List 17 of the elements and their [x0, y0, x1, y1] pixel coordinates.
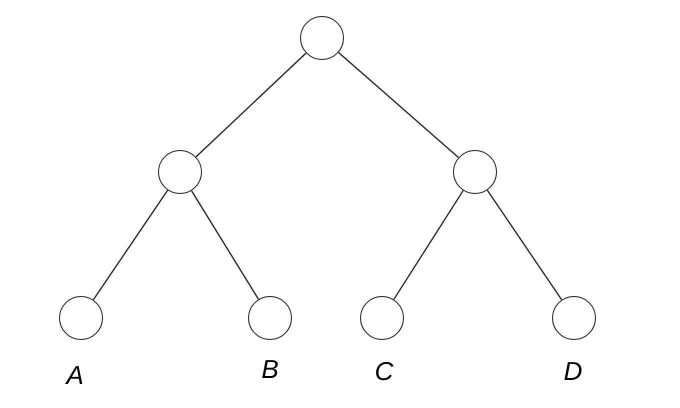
- tree-node-circle: [552, 296, 596, 340]
- connector-line: [92, 190, 168, 300]
- node-label: B: [261, 356, 279, 382]
- tree-node-circle: [300, 16, 344, 60]
- connector-line: [338, 52, 459, 158]
- tree-node-circle: [59, 296, 103, 340]
- connector-line: [191, 190, 259, 300]
- node-label: D: [564, 358, 582, 384]
- connector-line: [486, 190, 562, 300]
- connector-line: [393, 190, 464, 300]
- tree-node-circle: [453, 150, 497, 194]
- tree-node-circle: [158, 150, 202, 194]
- tree-node-circle: [360, 296, 404, 340]
- connector-line: [196, 52, 306, 158]
- tree-node-circle: [248, 296, 292, 340]
- node-label: C: [374, 358, 394, 384]
- node-label: A: [66, 362, 84, 388]
